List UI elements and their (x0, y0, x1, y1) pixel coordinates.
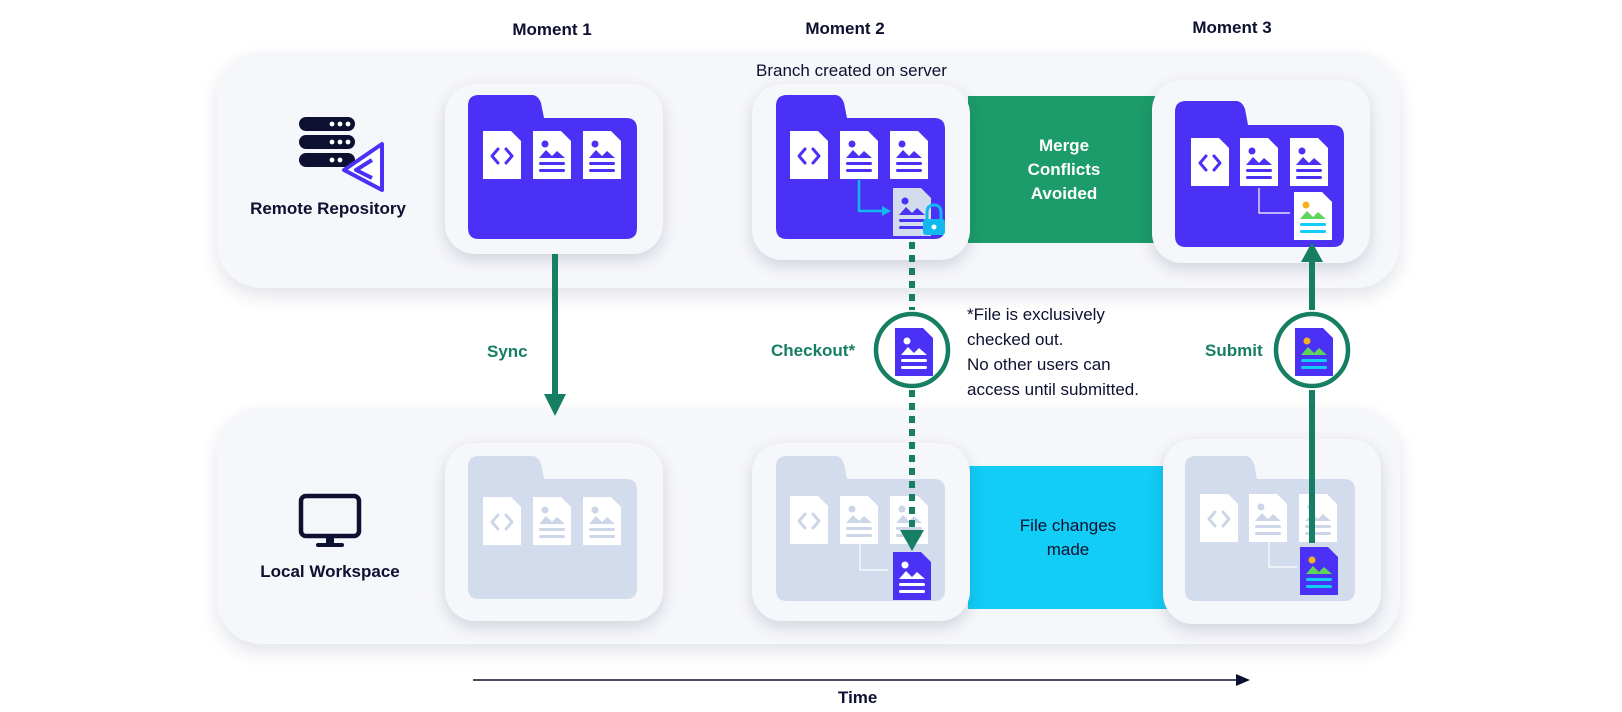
local-moment-1-folder (468, 456, 637, 599)
merge-line-3: Avoided (1030, 183, 1098, 203)
server-icon (299, 117, 384, 192)
image-file-icon (1249, 494, 1287, 542)
branch-created-label: Branch created on server (756, 61, 947, 80)
local-moment-2-folder (776, 456, 945, 601)
remote-moment-3-folder (1175, 101, 1344, 247)
code-file-icon (788, 129, 830, 181)
code-file-icon (481, 495, 523, 547)
note-line-1: *File is exclusively (967, 305, 1105, 324)
checkout-file-icon (895, 328, 933, 376)
moment-3-label: Moment 3 (1192, 18, 1272, 37)
image-file-icon (1299, 494, 1337, 542)
local-workspace-label: Local Workspace (260, 562, 400, 581)
edited-image-file-icon (1294, 192, 1332, 240)
moment-2-label: Moment 2 (805, 19, 885, 38)
remote-repository-label: Remote Repository (250, 199, 406, 218)
image-file-icon (533, 497, 571, 545)
code-file-icon (788, 494, 830, 546)
changes-line-2: made (1046, 539, 1090, 559)
image-file-icon (583, 131, 621, 179)
sync-label: Sync (487, 342, 528, 361)
note-line-2: checked out. (967, 330, 1064, 349)
remote-moment-2-folder (776, 95, 945, 239)
code-file-icon (481, 129, 523, 181)
code-file-icon (1189, 136, 1231, 188)
lock-icon (923, 203, 945, 235)
monitor-icon (298, 493, 362, 547)
image-file-icon (890, 131, 928, 179)
submit-arrow (1273, 242, 1351, 543)
time-axis-label: Time (838, 688, 878, 707)
image-file-icon (533, 131, 571, 179)
image-file-icon (840, 131, 878, 179)
time-axis-arrow (473, 674, 1250, 686)
edited-image-file-icon (1300, 547, 1338, 595)
note-line-3: No other users can (967, 355, 1111, 374)
code-file-icon (1198, 492, 1240, 544)
note-line-4: access until submitted. (967, 380, 1139, 399)
image-file-icon (1290, 138, 1328, 186)
submit-file-icon (1295, 328, 1333, 376)
sync-arrow (544, 254, 566, 416)
checkout-label: Checkout* (771, 341, 856, 360)
image-file-icon (583, 497, 621, 545)
changes-line-1: File changes (1019, 515, 1117, 535)
remote-moment-1-folder (468, 95, 637, 239)
merge-line-1: Merge (1038, 135, 1090, 155)
checkout-arrow (873, 242, 951, 551)
merge-conflicts-avoided-band: Merge Conflicts Avoided (968, 96, 1160, 243)
submit-label: Submit (1205, 341, 1263, 360)
file-changes-made-band: File changes made (968, 466, 1168, 609)
checked-out-file-icon (893, 552, 931, 600)
image-file-icon (840, 496, 878, 544)
local-moment-3-folder (1185, 456, 1355, 601)
exclusive-checkout-note: *File is exclusively checked out. No oth… (967, 302, 1197, 402)
merge-line-2: Conflicts (1027, 159, 1101, 179)
moment-1-label: Moment 1 (512, 20, 592, 39)
image-file-icon (1240, 138, 1278, 186)
